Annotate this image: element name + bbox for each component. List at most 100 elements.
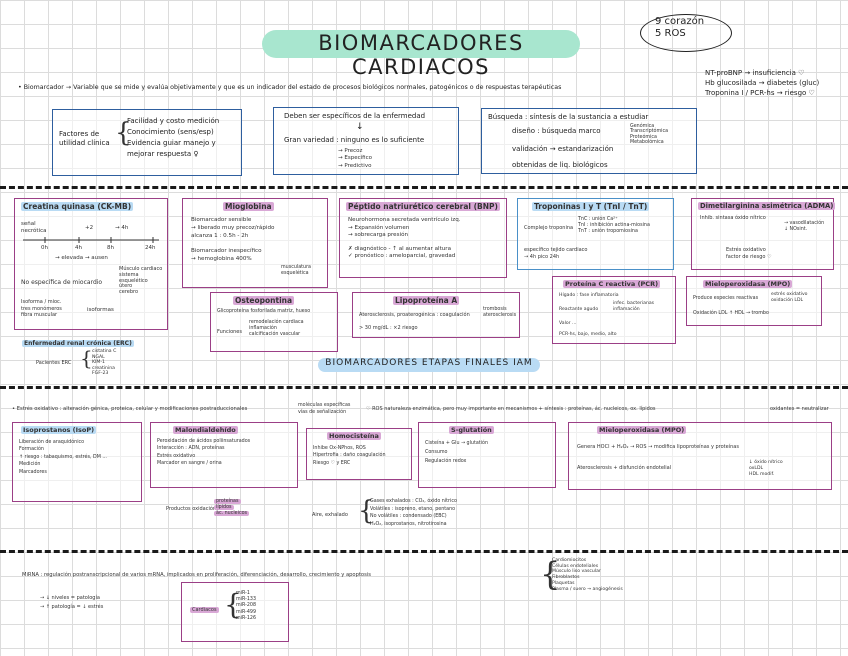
omics-item: Metabolómica [630, 139, 664, 145]
glutation-box: S-glutatión Cisteína + Glu → glutatión C… [418, 422, 556, 488]
deben-box: Deben ser específicos de la enfermedad ↓… [273, 107, 459, 175]
troponinas-sub: TnC : unión Ca²⁺ TnI : inhibición actina… [578, 217, 650, 235]
malondialdehido-box: Malondialdehído Peroxidación de ácidos p… [150, 422, 298, 488]
bnp-box: Péptido natriurético cerebral (BNP) Neur… [339, 198, 507, 278]
ros-text: ♡ ROS naturaleza enzimática, pero muy im… [366, 406, 656, 412]
osteopontina-box: Osteopontina Glicoproteína fosforilada m… [210, 292, 338, 352]
pcr-sub-item: inflamación [613, 306, 640, 312]
troponinas-box: Troponinas I y T (TnI / TnT) Complejo tr… [517, 198, 674, 270]
subtitle-highlight [318, 358, 540, 372]
aire-label: Aire, exhalado [312, 512, 348, 518]
deben-item: → Precoz [338, 148, 363, 154]
mpo-sub: estrés oxidativo oxidación LDL [771, 292, 808, 304]
mirna-text: MiRNA : regulación postranscripcional de… [22, 572, 371, 578]
estres-intro: • Estrés oxidativo : alteración génica, … [12, 406, 248, 412]
malondialdehido-title: Malondialdehído [173, 426, 238, 434]
busqueda-step-2: validación → estandarización [512, 145, 614, 153]
isoprostanos-box: Isoprostanos (IsoP) Liberación de araqui… [12, 422, 142, 502]
aire-item: H₂O₂, isoprostanos, nitrotirosina [370, 522, 447, 528]
adma-sub: → vasodilatación ↓ NOsint. [784, 221, 824, 233]
bnp-line: → sobrecarga presión [348, 232, 409, 239]
adma-line: Estrés oxidativo [726, 247, 766, 253]
mpo2-sub-item: oxLDL [749, 465, 764, 471]
cardiacos-item: miR-1 [236, 591, 250, 596]
example-1: NT-proBNP → insuficiencia ♡ [705, 69, 805, 77]
section-divider [0, 386, 848, 389]
example-3: Troponina I / PCR-hs → riesgo ♡ [705, 89, 815, 98]
osteopontina-title: Osteopontina [233, 296, 295, 305]
mirna-list-item: Células endoteliales [552, 563, 599, 569]
lipoproteina-line: Aterosclerosis, proaterogénica : coagula… [359, 312, 470, 318]
malondialdehido-line: Marcador en sangre / orina [157, 461, 222, 467]
oxidacion-list: proteínas lípidos ác. nucleicos [214, 499, 250, 518]
mirna-list-item: Plasma / suero → angiogénesis [552, 586, 623, 592]
pcr-line: Valor ... [559, 321, 577, 326]
brace-icon: { [358, 496, 375, 526]
deben-item: → Específico [338, 155, 372, 162]
mirna-list: Cardiomiocitos Células endoteliales Músc… [552, 558, 623, 592]
malondialdehido-line: Peroxidación de ácidos poliinsaturados [157, 439, 251, 444]
mioglobina-text: Biomarcador sensible → liberado muy prec… [191, 217, 274, 264]
osteopontina-sub-item: calcificación vascular [249, 332, 301, 338]
glutation-line: Consumo [425, 450, 448, 456]
oxidacion-item: ác. nucleicos [214, 511, 250, 517]
isoprostanos-text: Liberación de araquidónico Formación ↑ r… [19, 439, 107, 476]
cardiacos-box: Cardiacos { miR-1 miR-133 miR-208 miR-49… [181, 582, 289, 642]
osteopontina-sub-item: remodelación cardiaca [249, 320, 304, 325]
factores-box: Factores de utilidad clínica { Facilidad… [52, 109, 242, 176]
erc-sub: Pacientes ERC [36, 360, 72, 366]
mpo-title: Mieloperoxidasa (MPO) [703, 280, 793, 288]
omics-item: Proteómica [630, 134, 657, 140]
oxidacion-label: Productos oxidación [166, 506, 217, 512]
mioglobina-side-note: musculatura esquelética [281, 265, 311, 276]
ros-tail: oxidantes = neutralizar [770, 406, 829, 412]
oxidacion-item: proteínas [214, 499, 241, 504]
busqueda-box: Búsqueda : síntesis de la sustancia a es… [481, 108, 697, 174]
erc-item: KIM-1 [92, 360, 105, 365]
adma-line: factor de riesgo ♡ [726, 253, 772, 260]
ck-axis-left-1: señal [21, 221, 36, 227]
glutation-line: Regulación redox [425, 459, 467, 465]
mirna-sub-item: → ↑ patología = ↓ estrés [40, 603, 104, 610]
title-highlight [262, 30, 580, 58]
pcr-sub: infec. bacterianas inflamación [613, 301, 654, 313]
isoprostanos-line: Formación [19, 447, 44, 453]
isoprostanos-line: Medición [19, 462, 41, 468]
glutation-title: S-glutatión [449, 426, 494, 434]
pcr-sub-item: infec. bacterianas [613, 301, 655, 306]
mioglobina-box: Mioglobina Biomarcador sensible → libera… [182, 198, 328, 288]
ck-muscle-item: esquelético [119, 277, 148, 284]
mpo2-sub-item: HDL modif. [749, 471, 775, 477]
mpo-box: Mieloperoxidasa (MPO) Produce especies r… [686, 276, 822, 326]
note-oval [640, 14, 732, 52]
note-text: 9 corazón 5 ROS [655, 16, 704, 40]
ck-variant: tres monómeros [21, 305, 62, 312]
deben-line-1: Deben ser específicos de la enfermedad [284, 112, 426, 120]
mpo-line: Produce especies reactivas [693, 296, 759, 301]
brace-icon: { [80, 346, 93, 370]
note-line-1: 9 corazón [655, 16, 705, 27]
malondialdehido-text: Peroxidación de ácidos poliinsaturados I… [157, 438, 250, 468]
deben-line-2: Gran variedad : ninguno es lo suficiente [284, 136, 425, 144]
mioglobina-line: Biomarcador inespecífico [191, 248, 262, 255]
definition-text: • Biomarcador → Variable que se mide y e… [18, 84, 562, 91]
note-line-2: 5 ROS [655, 28, 686, 39]
cardiacos-item: miR-499 [236, 609, 257, 615]
isoprostanos-line: Liberación de araquidónico [19, 440, 85, 445]
omics-item: Transcriptómica [630, 129, 669, 135]
cardiacos-list: miR-1 miR-133 miR-208 miR-499 miR-126 [236, 591, 256, 622]
troponinas-sub-item: TnC : unión Ca²⁺ [578, 217, 618, 222]
troponinas-line: específico tejido cardiaco [524, 247, 588, 253]
mioglobina-line: → hemoglobina 400% [191, 256, 252, 263]
mioglobina-line: Biomarcador sensible [191, 217, 252, 223]
erc-list: cistatina C NGAL KIM-1 creatinina FGF-23 [92, 349, 116, 377]
mirna-list-item: Cardiomiocitos [552, 558, 587, 563]
estres-branch: moléculas específicas [298, 403, 351, 408]
mpo2-title: Mieloperoxidasa (MPO) [597, 426, 687, 434]
mioglobina-title: Mioglobina [223, 202, 274, 211]
bnp-text: Neurohormona secretada ventrículo izq. →… [348, 217, 461, 261]
ck-muscle-list: Músculo cardiaco sistema esquelético úte… [119, 266, 162, 296]
adma-title: Dimetilarginina asimétrica (ADMA) [698, 202, 836, 210]
factores-label: Factores de utilidad clínica [59, 130, 110, 148]
ck-axis-left: señal necrótica [21, 221, 46, 234]
